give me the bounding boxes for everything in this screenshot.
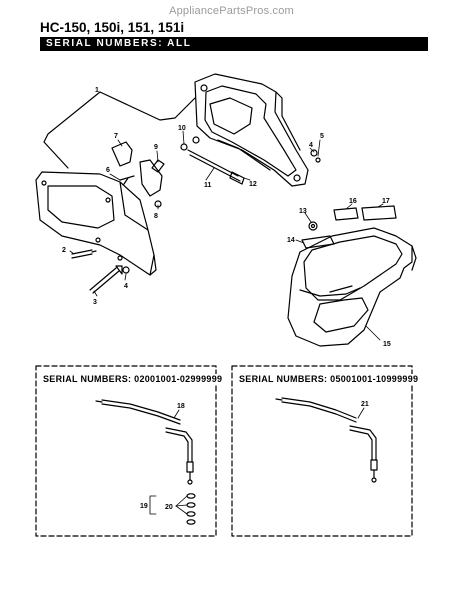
watermark: AppliancePartsPros.com (169, 5, 294, 17)
callout-3: 3 (93, 299, 97, 306)
callout-19: 19 (140, 503, 148, 510)
inset-right-leaders (357, 407, 365, 419)
callout-10: 10 (178, 125, 186, 132)
serial-header: SERIAL NUMBERS: ALL (40, 37, 428, 51)
right-handle-housing (194, 73, 309, 187)
callout-16: 16 (349, 198, 357, 205)
callout-20: 20 (165, 504, 173, 511)
fasteners (71, 149, 321, 294)
inset-left-box (35, 365, 217, 537)
callout-21: 21 (361, 401, 369, 408)
callout-11: 11 (204, 182, 212, 189)
inset-right-title: SERIAL NUMBERS: 05001001-10999999 (237, 374, 421, 384)
front-handle (287, 227, 417, 347)
callout-7: 7 (114, 133, 118, 140)
callout-2: 2 (62, 247, 66, 254)
callout-4b: 4 (309, 142, 313, 149)
leader-lines (69, 130, 384, 341)
callout-13: 13 (299, 208, 307, 215)
callout-15: 15 (383, 341, 391, 348)
callout-9: 9 (154, 144, 158, 151)
callout-6: 6 (106, 167, 110, 174)
callout-labels: 1 2 3 4 5 6 7 8 9 10 11 12 13 14 15 16 1… (62, 87, 391, 511)
inset-right-box (231, 365, 413, 537)
inset-right-cable (275, 397, 378, 483)
model-title: HC-150, 150i, 151, 151i (40, 20, 185, 35)
inset-left-leaders (149, 409, 188, 515)
callout-14: 14 (287, 237, 295, 244)
callout-4: 4 (124, 283, 128, 290)
handle-plates (301, 205, 397, 249)
throttle-rod (180, 136, 245, 185)
callout-12: 12 (249, 181, 257, 188)
callout-8: 8 (154, 213, 158, 220)
left-side-plate (35, 171, 157, 276)
trigger-parts (111, 141, 165, 208)
callout-18: 18 (177, 403, 185, 410)
inset-left-cable (95, 399, 196, 525)
callout-17: 17 (382, 198, 390, 205)
callout-5: 5 (320, 133, 324, 140)
inset-left-title: SERIAL NUMBERS: 02001001-02999999 (41, 374, 225, 384)
callout-1: 1 (95, 87, 99, 94)
